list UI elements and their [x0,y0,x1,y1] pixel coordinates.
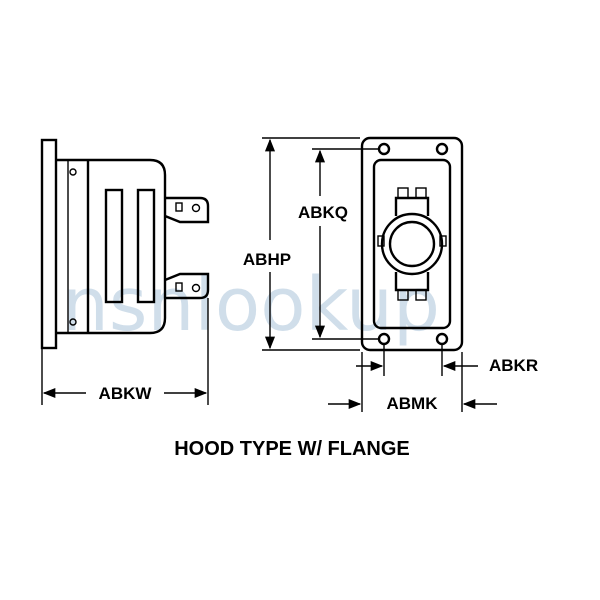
side-latch-bottom [164,272,210,300]
dim-abhp: ABHP [243,137,360,351]
side-view: ABKW [40,138,210,405]
side-latch-top [164,196,210,224]
front-view [360,136,464,352]
side-slot-left [104,188,124,304]
front-opening [372,158,452,330]
dim-label-abmk: ABMK [387,394,439,413]
mount-hole-tl [377,142,391,156]
dim-abmk: ABMK [328,352,497,413]
clamp-bottom-bracket [394,272,430,292]
dim-label-abkr: ABKR [489,356,538,375]
clamp-top-bracket [394,196,430,216]
mount-hole-bl [377,332,391,346]
cable-clamp-ring [380,212,444,276]
side-hood-body [56,158,167,335]
dim-label-abhp: ABHP [243,250,291,269]
drawing-caption: HOOD TYPE W/ FLANGE [174,438,410,460]
mount-hole-br [435,332,449,346]
cable-opening [388,220,436,268]
dim-abkq: ABKQ [298,148,378,340]
dim-abkr: ABKR [356,345,538,376]
side-flange [40,138,58,350]
dim-label-abkw: ABKW [99,384,153,403]
front-flange [360,136,464,352]
mount-hole-tr [435,142,449,156]
side-slot-right [136,188,156,304]
dim-label-abkq: ABKQ [298,203,348,222]
